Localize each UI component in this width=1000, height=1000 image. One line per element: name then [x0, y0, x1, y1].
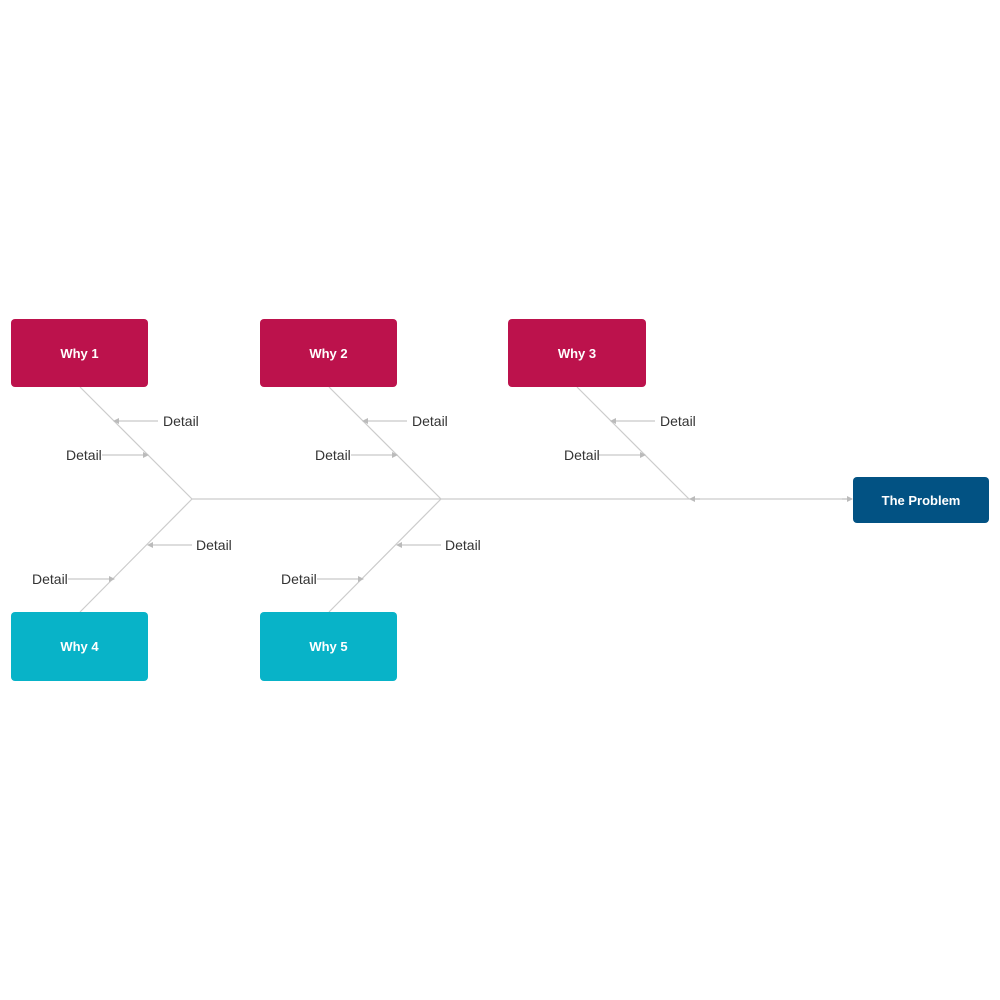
- bone-why-4: [79, 498, 193, 613]
- cause-box-why-2[interactable]: Why 2: [260, 319, 397, 387]
- detail-label-why-4-b[interactable]: Detail: [32, 571, 68, 587]
- bone-why-5: [328, 498, 442, 613]
- bone-why-2: [328, 386, 442, 500]
- detail-label-why-2-a[interactable]: Detail: [412, 413, 448, 429]
- cause-box-why-3[interactable]: Why 3: [508, 319, 646, 387]
- cause-box-why-1[interactable]: Why 1: [11, 319, 148, 387]
- detail-label-why-2-b[interactable]: Detail: [315, 447, 351, 463]
- detail-label-why-4-a[interactable]: Detail: [196, 537, 232, 553]
- problem-box[interactable]: The Problem: [853, 477, 989, 523]
- detail-label-why-5-b[interactable]: Detail: [281, 571, 317, 587]
- detail-label-why-5-a[interactable]: Detail: [445, 537, 481, 553]
- detail-label-why-1-b[interactable]: Detail: [66, 447, 102, 463]
- detail-label-why-3-b[interactable]: Detail: [564, 447, 600, 463]
- bone-why-3: [576, 386, 690, 500]
- cause-box-why-4[interactable]: Why 4: [11, 612, 148, 681]
- bone-why-1: [79, 386, 193, 500]
- detail-label-why-1-a[interactable]: Detail: [163, 413, 199, 429]
- cause-box-why-5[interactable]: Why 5: [260, 612, 397, 681]
- detail-label-why-3-a[interactable]: Detail: [660, 413, 696, 429]
